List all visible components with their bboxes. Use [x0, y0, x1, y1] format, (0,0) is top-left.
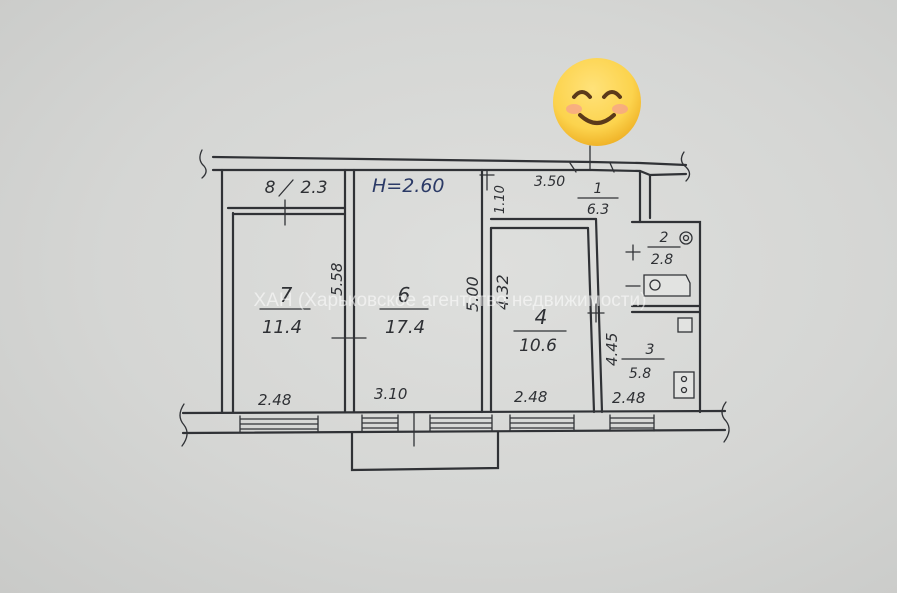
closet-8-area: 2.3 [300, 178, 327, 198]
corridor-wall [586, 217, 604, 414]
dim-wall-7-6: 5.58 [328, 263, 346, 296]
dim-room4-top: 1.10 [493, 185, 508, 214]
dim-bottom-4: 2.48 [612, 389, 645, 407]
room-3-area: 5.8 [629, 366, 651, 382]
watermark: ХАН (Харьковское агентство недвижимости) [254, 290, 647, 311]
room-7-area: 11.4 [262, 317, 302, 338]
room-2-area: 2.8 [651, 252, 673, 268]
bath-walls [638, 169, 652, 224]
room-7-walls [220, 168, 235, 414]
room-4-top-wall [489, 217, 598, 230]
stove-icon [673, 371, 695, 399]
dim-bottom-3: 2.48 [514, 388, 547, 406]
balcony [350, 430, 500, 472]
door-mark-6-4 [479, 169, 495, 191]
room-3-number: 3 [646, 342, 655, 358]
bottom-wall-outer [181, 409, 727, 415]
kitchen-sink-icon [677, 317, 693, 333]
dim-bottom-1: 2.48 [258, 391, 291, 409]
dim-kitchen-depth: 4.45 [603, 333, 621, 366]
closet-8-label: 8 2.3 [265, 178, 328, 198]
sink-icon [679, 231, 693, 245]
bath-box [630, 220, 702, 414]
closet-8-shelf [226, 206, 347, 216]
door-mark-7-6 [331, 329, 367, 351]
closet-8-door-mark [277, 199, 293, 226]
door-mark-4 [587, 303, 605, 323]
room-2-label: 2 2.8 [647, 230, 681, 268]
dimension-ticks [569, 145, 615, 173]
room-6-area: 17.4 [385, 317, 425, 338]
room-6-label: 6 17.4 [379, 283, 429, 338]
room-4-area: 10.6 [519, 336, 557, 356]
ceiling-height-label: H=2.60 [372, 175, 445, 197]
room-1-number: 1 [594, 181, 603, 197]
room-3-label: 3 5.8 [621, 342, 665, 382]
bottom-wall-inner [181, 428, 727, 435]
windows [239, 411, 655, 447]
room-1-label: 1 6.3 [577, 181, 619, 218]
room-7-label: 7 11.4 [259, 283, 311, 338]
bathtub-icon [643, 274, 691, 297]
room-4-label: 4 10.6 [513, 305, 567, 356]
room-1-area: 6.3 [587, 202, 609, 218]
dim-corridor-width: 3.50 [534, 174, 565, 190]
wc-door-mark [625, 244, 641, 287]
bottom-wall-break-right [721, 401, 730, 443]
top-wall [211, 155, 688, 167]
top-wall-break-right [680, 151, 691, 182]
top-wall-inner [211, 168, 688, 177]
room-6-number: 6 [398, 283, 411, 307]
wall-7-6 [343, 168, 356, 414]
closet-8-number: 8 [265, 178, 276, 198]
room-4-number: 4 [535, 305, 548, 329]
top-wall-break-left [199, 149, 207, 179]
room-2-number: 2 [660, 230, 669, 246]
dim-room6-depth: 5.00 [463, 276, 482, 312]
smiling-face-icon [553, 58, 641, 146]
room-7-number: 7 [280, 283, 293, 307]
dim-bottom-2: 3.10 [374, 385, 407, 403]
dim-room4-depth: 4.32 [493, 274, 512, 310]
bottom-wall-break-left [179, 403, 188, 447]
wall-6-4 [480, 168, 493, 414]
